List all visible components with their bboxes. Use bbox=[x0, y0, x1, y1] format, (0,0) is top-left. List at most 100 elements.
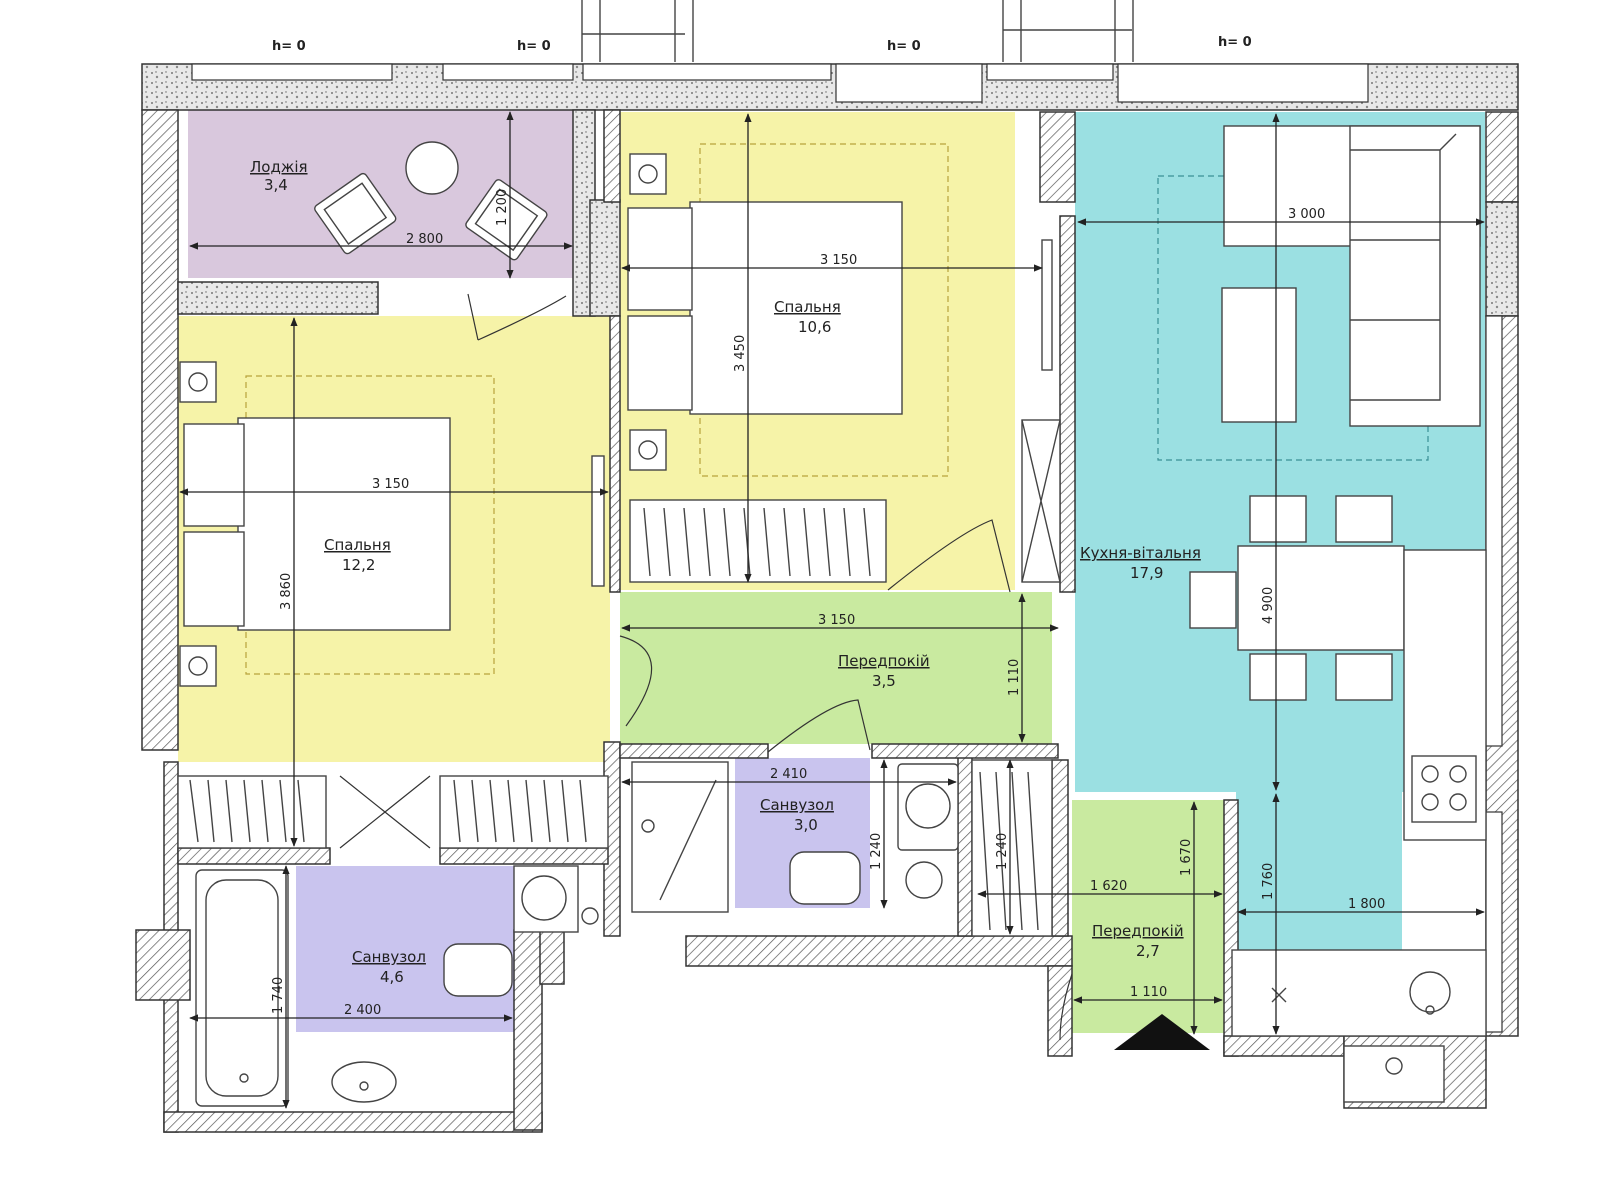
dim-label: 3 150 bbox=[372, 477, 409, 492]
dim-label: 1 670 bbox=[1179, 839, 1194, 876]
pillar bbox=[589, 199, 621, 317]
sink-icon bbox=[331, 1061, 397, 1103]
window bbox=[442, 63, 574, 81]
door-swing bbox=[887, 519, 1011, 593]
chair bbox=[1335, 495, 1393, 543]
tv-panel bbox=[591, 455, 605, 587]
bath-top-wall bbox=[619, 743, 769, 759]
toilet-icon bbox=[443, 943, 513, 997]
wardrobe-hatch bbox=[1021, 419, 1061, 583]
double-bed bbox=[237, 417, 451, 631]
window bbox=[191, 63, 393, 81]
height-marks: h= 0 h= 0 h= 0 h= 0 bbox=[272, 35, 1252, 54]
dim-label: 3 860 bbox=[279, 573, 294, 610]
nightstand bbox=[629, 429, 667, 471]
bed1-bottom-wall bbox=[439, 847, 609, 865]
cabinet bbox=[971, 759, 1053, 937]
lamp-icon bbox=[638, 164, 658, 184]
window bbox=[835, 63, 983, 103]
chair bbox=[1189, 571, 1237, 629]
sofa-cushions bbox=[1350, 133, 1457, 401]
sink-icon bbox=[1409, 971, 1451, 1015]
bath-top-wall bbox=[871, 743, 1059, 759]
room-area-bedroom-2: 10,6 bbox=[798, 318, 831, 336]
pillow bbox=[627, 315, 693, 411]
pillow bbox=[183, 531, 245, 627]
kitchen-counter bbox=[1231, 949, 1487, 1037]
bath-wall bbox=[1051, 759, 1069, 937]
wall-bath2-right bbox=[513, 929, 543, 1131]
partition-wall bbox=[1039, 111, 1076, 203]
pipe-icon bbox=[581, 907, 599, 925]
dim-label: 1 240 bbox=[869, 833, 884, 870]
lamp-icon bbox=[188, 372, 208, 392]
room-name-loggia: Лоджія bbox=[250, 158, 308, 176]
bath2-left-stub bbox=[135, 929, 191, 1001]
washing-machine-icon bbox=[897, 763, 959, 851]
boiler-icon bbox=[1343, 1045, 1445, 1103]
height-mark: h= 0 bbox=[272, 39, 306, 54]
stove-icon bbox=[1411, 755, 1477, 823]
furniture bbox=[177, 125, 1487, 1107]
room-area-loggia: 3,4 bbox=[264, 176, 288, 194]
lamp-icon bbox=[188, 656, 208, 676]
dim-label: 3 000 bbox=[1288, 207, 1325, 222]
round-table bbox=[405, 141, 459, 195]
bottom-wall-bath2 bbox=[163, 1111, 543, 1133]
coffee-table bbox=[1221, 287, 1297, 423]
armchair bbox=[314, 172, 397, 255]
height-mark: h= 0 bbox=[517, 39, 551, 54]
dim-label: 1 110 bbox=[1130, 985, 1167, 1000]
wall-segment bbox=[539, 929, 565, 985]
nightstand bbox=[179, 361, 217, 403]
entrance-wall bbox=[1223, 1035, 1345, 1057]
window bbox=[1485, 811, 1503, 1033]
kitchen-fill-2 bbox=[1236, 792, 1402, 950]
room-area-hallway-1: 3,5 bbox=[872, 672, 896, 690]
room-area-kitchen: 17,9 bbox=[1130, 564, 1163, 582]
sofa bbox=[1349, 125, 1481, 427]
room-name-bedroom-1: Спальня bbox=[324, 536, 391, 554]
chair bbox=[1249, 653, 1307, 701]
partition-wall bbox=[1059, 215, 1076, 593]
chair bbox=[1249, 495, 1307, 543]
double-bed bbox=[689, 201, 903, 415]
dim-label: 4 900 bbox=[1261, 587, 1276, 624]
dim-label: 1 760 bbox=[1261, 863, 1276, 900]
shower-icon bbox=[631, 761, 729, 913]
wardrobe-hatch bbox=[189, 779, 587, 843]
right-outer-wall-conc bbox=[1485, 201, 1519, 317]
room-name-hallway-2: Передпокій bbox=[1092, 922, 1184, 940]
dim-label: 1 240 bbox=[995, 833, 1010, 870]
door-swing bbox=[619, 635, 653, 727]
room-area-hallway-2: 2,7 bbox=[1136, 942, 1160, 960]
room-labels: Лоджія 3,4 Спальня 12,2 Спальня 10,6 Пер… bbox=[250, 158, 1201, 986]
window bbox=[1117, 63, 1369, 103]
dim-label: 2 800 bbox=[406, 232, 443, 247]
door-swing bbox=[767, 699, 871, 753]
dim-label: 2 410 bbox=[770, 767, 807, 782]
dimension-labels: 2 800 1 200 3 150 3 860 3 150 3 450 3 15… bbox=[271, 189, 1385, 1018]
dimension-lines bbox=[179, 111, 1485, 1109]
left-wall bbox=[141, 109, 179, 751]
nightstand bbox=[179, 645, 217, 687]
dim-label: 3 450 bbox=[733, 335, 748, 372]
window bbox=[1485, 315, 1503, 747]
window bbox=[582, 63, 832, 81]
room-area-bedroom-1: 12,2 bbox=[342, 556, 375, 574]
room-name-bathroom-2: Санвузол bbox=[352, 948, 426, 966]
height-mark: h= 0 bbox=[1218, 35, 1252, 50]
entrance-wall bbox=[1047, 965, 1073, 1057]
chair bbox=[1335, 653, 1393, 701]
sink-icon bbox=[905, 861, 943, 899]
entrance-arrow-icon bbox=[1114, 1014, 1210, 1050]
bath-wall bbox=[957, 755, 973, 937]
dim-label: 1 620 bbox=[1090, 879, 1127, 894]
room-area-bathroom-2: 4,6 bbox=[380, 968, 404, 986]
walls bbox=[135, 63, 1519, 1133]
lamp-icon bbox=[638, 440, 658, 460]
door-swing bbox=[1059, 973, 1073, 1041]
dim-label: 1 800 bbox=[1348, 897, 1385, 912]
partition-wall bbox=[609, 315, 621, 593]
balcony-rails bbox=[581, 0, 1134, 62]
